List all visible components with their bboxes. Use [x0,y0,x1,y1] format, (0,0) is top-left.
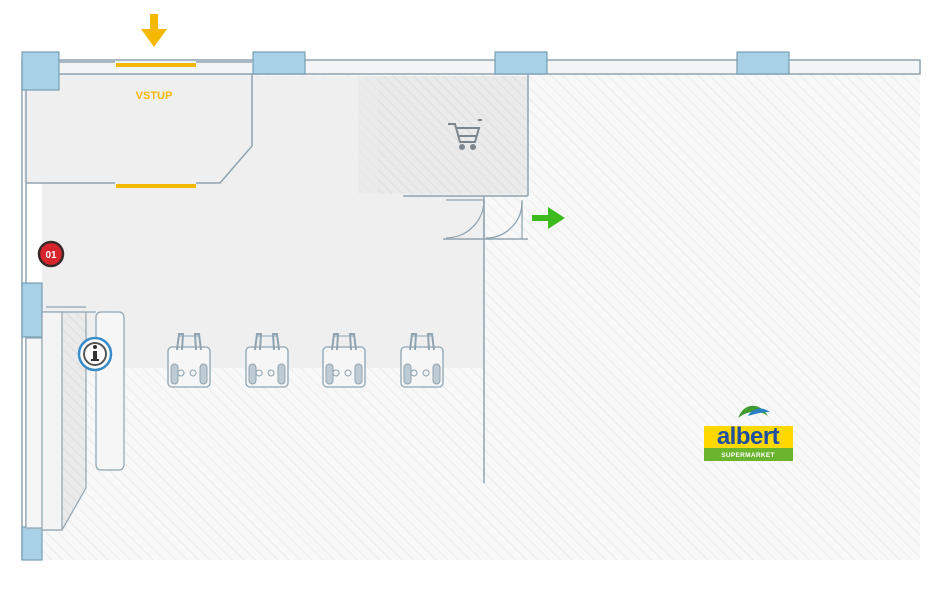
store-brand-label: albert [717,423,780,450]
window-columns [21,51,790,561]
store-subtitle-label: SUPERMARKET [721,452,775,459]
albert-supermarket-logo: albert SUPERMARKET [704,405,793,461]
exit-doors [445,199,523,239]
vestibule-floor [24,62,252,183]
entrance-label: VSTUP [136,90,173,102]
arrow-down-icon [141,14,167,47]
arrow-right-icon [532,207,565,229]
location-marker: 01 [37,240,65,268]
interior-walls [26,61,529,483]
location-marker-label: 01 [45,250,57,261]
entrance-doors [116,63,196,188]
info-icon [77,336,113,372]
shopping-cart-icon [448,119,482,150]
cart-area [358,76,528,194]
